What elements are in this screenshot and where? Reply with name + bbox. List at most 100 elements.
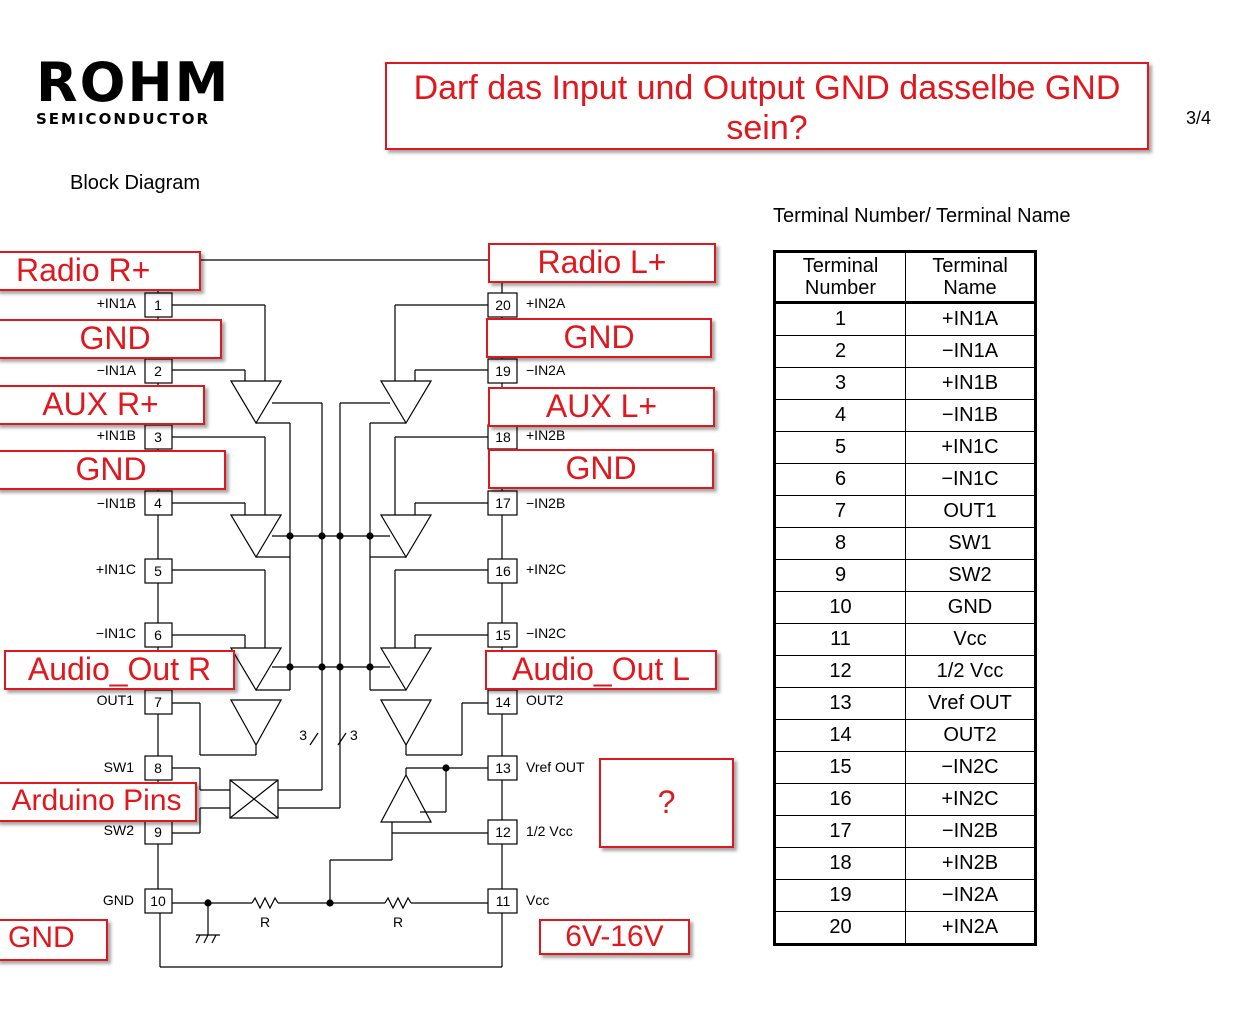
cell-name: +IN1B (905, 367, 1036, 400)
cell-number: 13 (774, 687, 906, 720)
table-row: 17−IN2B (774, 815, 1036, 848)
annotation-radio-l: Radio L+ (488, 243, 716, 283)
table-row: 5+IN1C (774, 431, 1036, 464)
table-header-row: Terminal Number Terminal Name (774, 251, 1036, 304)
cell-number: 5 (774, 431, 906, 464)
pin-num-11: 11 (496, 893, 511, 909)
cell-name: +IN2C (905, 783, 1036, 816)
cell-name: OUT2 (905, 719, 1036, 752)
pin-name-6: −IN1C (96, 625, 136, 641)
table-row: 15−IN2C (774, 751, 1036, 784)
bus-label-left: 3 (299, 727, 307, 743)
annotation-gnd-4: GND (488, 449, 714, 489)
cell-number: 7 (774, 495, 906, 528)
opamp-1a (229, 380, 283, 425)
annotation-arduino: Arduino Pins (0, 782, 197, 822)
cell-name: +IN2A (905, 911, 1036, 945)
annotation-audio-out-l: Audio_Out L (485, 650, 717, 690)
pin-name-17: −IN2B (526, 495, 565, 511)
terminal-table: Terminal Number Terminal Name 1+IN1A 2−I… (773, 250, 1037, 946)
annotation-gnd-1: GND (0, 319, 222, 359)
column-header-name: Terminal Name (905, 251, 1036, 304)
cell-name: −IN1A (905, 335, 1036, 368)
cell-name: Vcc (905, 623, 1036, 656)
pin-num-6: 6 (154, 627, 162, 643)
pin-num-19: 19 (495, 363, 511, 379)
switch-logic (229, 779, 279, 819)
pin-num-14: 14 (495, 694, 511, 710)
pin-name-2: −IN1A (97, 362, 137, 378)
bus-slash (309, 732, 319, 746)
pin-name-11: Vcc (526, 892, 549, 908)
cell-number: 18 (774, 847, 906, 880)
cell-number: 11 (774, 623, 906, 656)
pin-name-4: −IN1B (97, 495, 136, 511)
pin-name-8: SW1 (104, 759, 135, 775)
block-diagram-title: Block Diagram (70, 172, 201, 194)
table-row: 20+IN2A (774, 911, 1036, 945)
junction (366, 532, 374, 540)
pin-num-2: 2 (154, 363, 162, 379)
pin-num-9: 9 (154, 824, 162, 840)
cell-number: 12 (774, 655, 906, 688)
cell-name: −IN1C (905, 463, 1036, 496)
opamp-vref (380, 773, 432, 823)
pin-num-5: 5 (154, 563, 162, 579)
pin-name-7: OUT1 (97, 692, 135, 708)
cell-name: +IN1A (905, 302, 1036, 336)
pin-name-3: +IN1B (97, 427, 136, 443)
table-row: 1+IN1A (774, 302, 1036, 336)
cell-name: SW1 (905, 527, 1036, 560)
buffer-out1 (229, 699, 283, 747)
cell-number: 20 (774, 911, 906, 945)
junction (366, 663, 374, 671)
pin-num-4: 4 (154, 495, 162, 511)
pin-name-15: −IN2C (526, 625, 566, 641)
column-header-number: Terminal Number (774, 251, 906, 304)
junction (318, 663, 326, 671)
pin-num-16: 16 (495, 563, 511, 579)
junction (318, 532, 326, 540)
rohm-logo: ROHM SEMICONDUCTOR (36, 51, 241, 129)
opamp-1c (229, 647, 283, 692)
junction (336, 663, 344, 671)
block-diagram: 1 2 3 4 5 6 7 8 9 10 +IN1A −IN1A +IN1B −… (96, 259, 585, 968)
logo-brand: ROHM (36, 51, 231, 114)
pin-num-17: 17 (495, 495, 511, 511)
cell-number: 15 (774, 751, 906, 784)
buffer-out2 (379, 699, 433, 747)
annotation-gnd-3: GND (0, 450, 226, 490)
pin-name-20: +IN2A (526, 295, 566, 311)
cell-number: 1 (774, 302, 906, 336)
pin-name-13: Vref OUT (526, 759, 585, 775)
pin-name-19: −IN2A (526, 362, 566, 378)
pin-num-7: 7 (154, 694, 162, 710)
cell-name: +IN2B (905, 847, 1036, 880)
table-row: 19−IN2A (774, 879, 1036, 912)
cell-number: 9 (774, 559, 906, 592)
pin-name-16: +IN2C (526, 561, 566, 577)
table-row: 6−IN1C (774, 463, 1036, 496)
cell-name: −IN2A (905, 879, 1036, 912)
annotation-radio-r: Radio R+ (0, 251, 201, 291)
annotation-unknown: ? (599, 758, 734, 848)
cell-name: −IN1B (905, 399, 1036, 432)
cell-number: 19 (774, 879, 906, 912)
pin-num-18: 18 (495, 429, 511, 445)
question-box: Darf das Input und Output GND dasselbe G… (385, 62, 1149, 150)
cell-number: 17 (774, 815, 906, 848)
left-pin-boxes (144, 292, 173, 914)
opamp-2c (379, 647, 433, 692)
pin-num-12: 12 (495, 824, 511, 840)
pin-num-13: 13 (495, 760, 511, 776)
pin-name-18: +IN2B (526, 427, 565, 443)
pin-num-15: 15 (495, 627, 511, 643)
junction (286, 663, 294, 671)
cell-name: SW2 (905, 559, 1036, 592)
cell-name: +IN1C (905, 431, 1036, 464)
cell-number: 4 (774, 399, 906, 432)
opamp-2b (379, 514, 433, 559)
resistor-label-1: R (260, 914, 270, 930)
